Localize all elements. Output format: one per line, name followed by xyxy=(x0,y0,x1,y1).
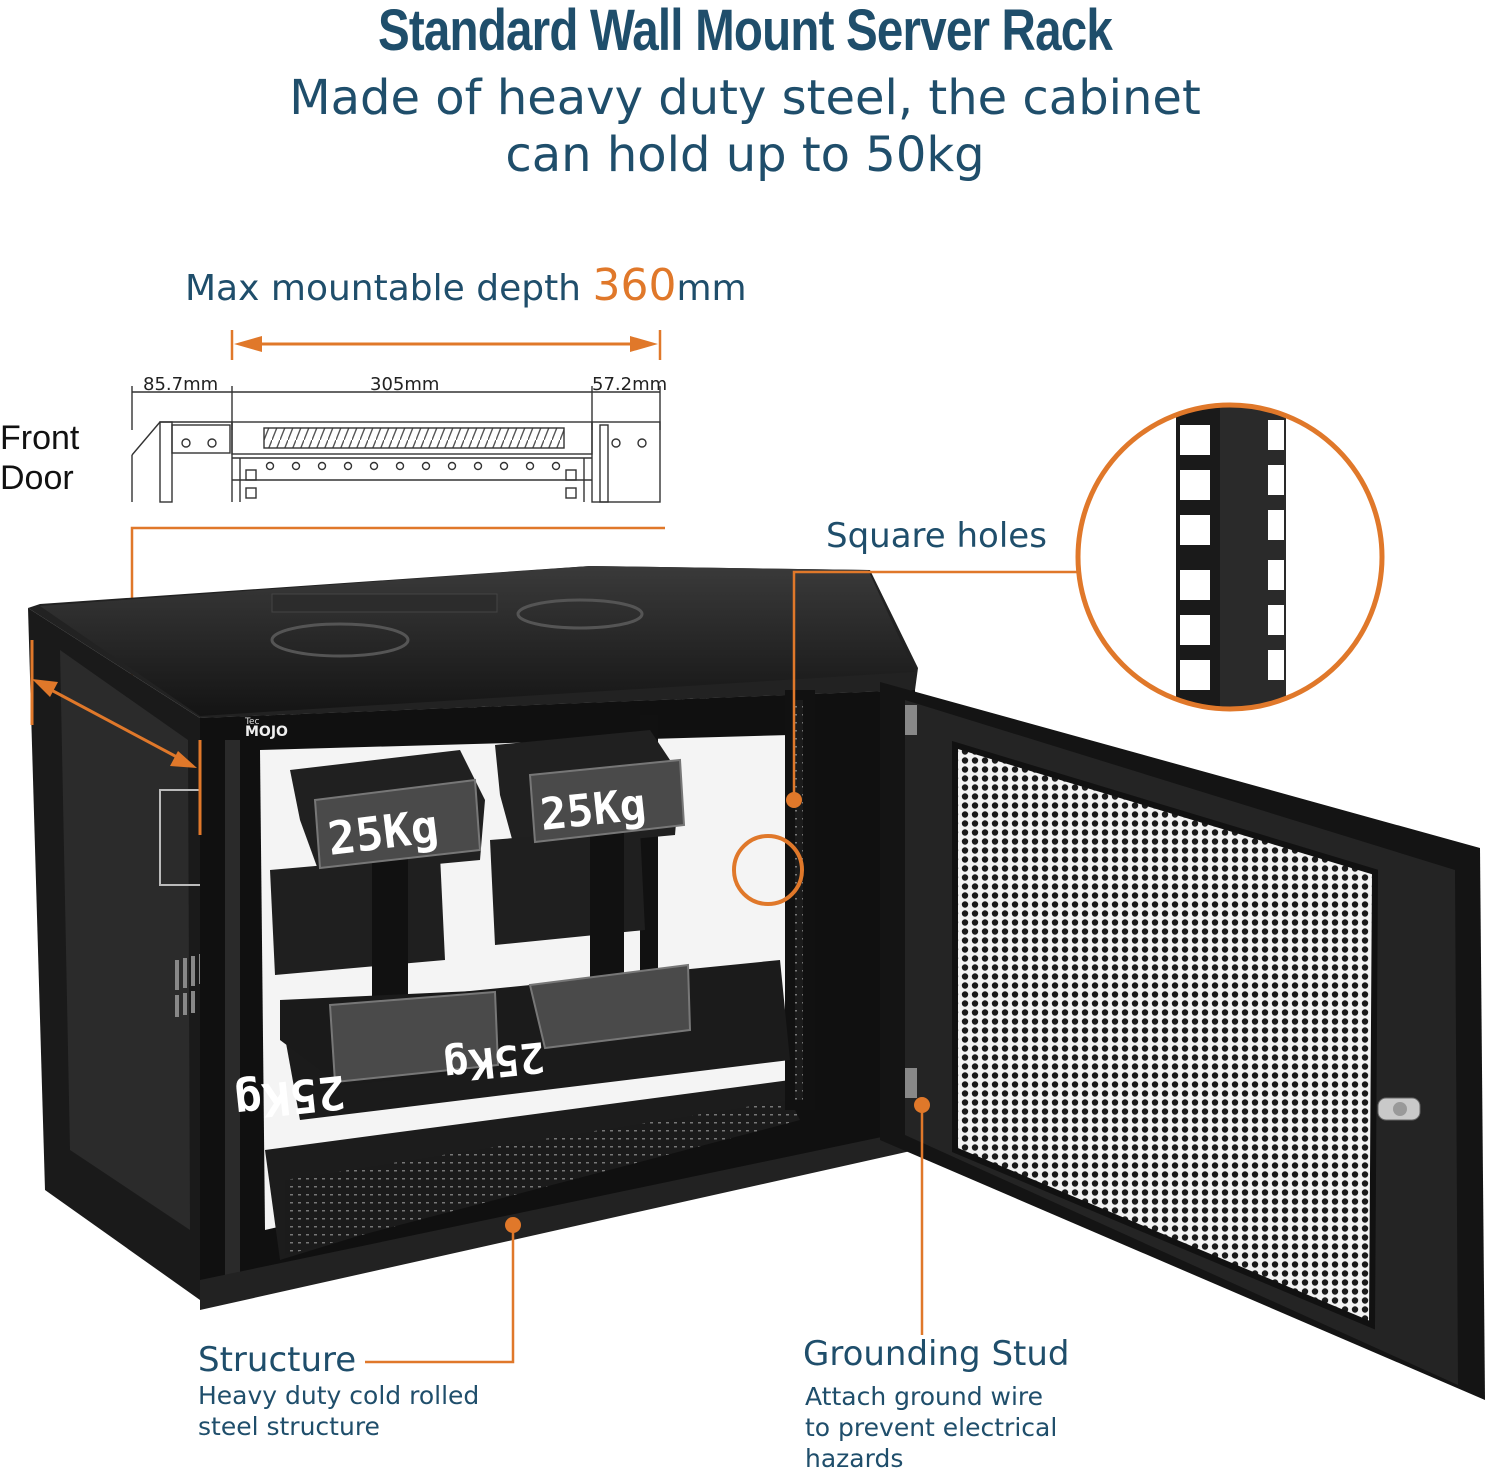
dim-front: 85.7mm xyxy=(143,374,219,395)
depth-unit: mm xyxy=(676,268,747,309)
square-holes-label: Square holes xyxy=(826,516,1047,556)
dim-back: 57.2mm xyxy=(592,374,668,395)
grounding-callout-line xyxy=(914,1097,930,1335)
square-holes-callout xyxy=(732,402,1385,906)
grounding-text-1: Attach ground wire xyxy=(805,1382,1044,1411)
depth-prefix: Max mountable depth xyxy=(185,268,593,309)
page-title: Standard Wall Mount Server Rack xyxy=(378,0,1113,63)
weight-back-left: 25Kg xyxy=(270,750,485,1010)
grounding-title: Grounding Stud xyxy=(803,1334,1070,1374)
weight-front-right: 25Kg xyxy=(441,963,692,1092)
structure-text-1: Heavy duty cold rolled xyxy=(198,1381,480,1410)
cabinet xyxy=(28,566,918,1310)
front-door-label: Front Door xyxy=(0,418,130,498)
cabinet-depth-arrow xyxy=(30,640,202,835)
grounding-text-3: hazards xyxy=(805,1444,904,1473)
rail-holes xyxy=(265,461,561,471)
side-view-drawing xyxy=(131,386,661,503)
front-door xyxy=(880,682,1485,1400)
subtitle-line-2: can hold up to 50kg xyxy=(505,127,985,183)
depth-arrow xyxy=(230,330,662,360)
weight-label-2: 25Kg xyxy=(538,779,649,841)
brand-logo: MOJO xyxy=(245,724,288,740)
weight-back-right: 25Kg xyxy=(490,730,686,985)
front-door-line-2: Door xyxy=(0,459,74,497)
brand-small: Tec xyxy=(244,717,260,727)
zoom-inset xyxy=(1080,407,1380,707)
structure-text-2: steel structure xyxy=(198,1412,380,1441)
front-door-line-1: Front xyxy=(0,419,80,457)
grounding-text-2: to prevent electrical xyxy=(805,1413,1058,1442)
structure-title: Structure xyxy=(198,1340,357,1380)
weight-label-3: 25Kg xyxy=(232,1065,348,1130)
subtitle-line-1: Made of heavy duty steel, the cabinet xyxy=(289,70,1201,126)
grounding-description: Attach ground wire to prevent electrical… xyxy=(805,1381,1125,1474)
depth-label: Max mountable depth 360mm xyxy=(185,260,747,311)
depth-value: 360 xyxy=(592,260,677,311)
dim-middle: 305mm xyxy=(370,374,440,395)
weight-front-left: 25Kg xyxy=(232,990,500,1130)
weight-label-1: 25Kg xyxy=(325,799,442,866)
structure-callout-line xyxy=(365,1217,521,1364)
weight-label-4: 25Kg xyxy=(441,1032,547,1091)
structure-description: Heavy duty cold rolled steel structure xyxy=(198,1380,528,1442)
